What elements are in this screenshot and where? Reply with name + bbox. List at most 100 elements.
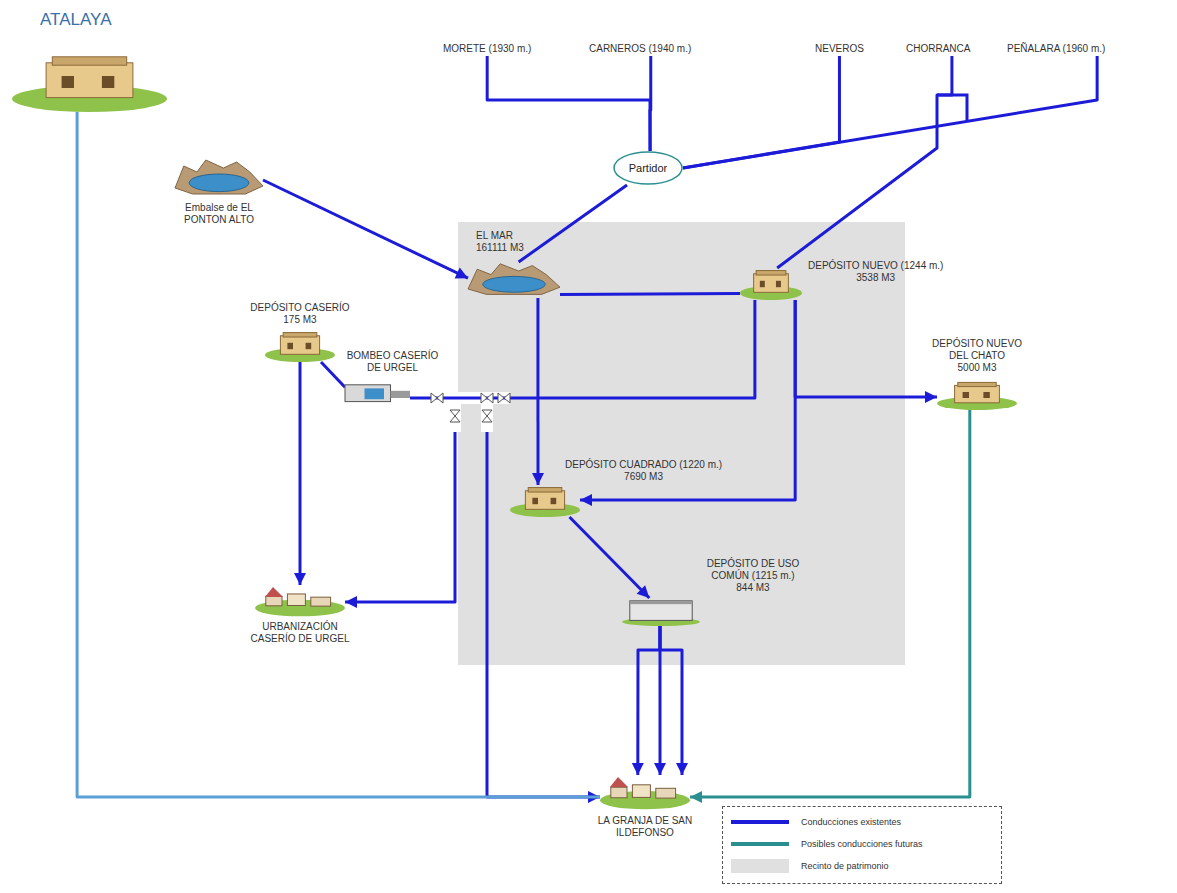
water-pipe — [560, 293, 740, 295]
facility-label: Embalse de EL PONTON ALTO — [173, 202, 265, 226]
legend-line-sample — [731, 820, 789, 824]
facility-label: EL MAR161111 M3 — [476, 230, 524, 254]
pipe-branch — [937, 95, 967, 122]
water-pipe — [660, 626, 688, 775]
arrow-head — [632, 763, 644, 775]
water-pipe — [683, 56, 1097, 168]
facility-node: Embalse de EL PONTON ALTO — [175, 158, 263, 198]
facility-node: EL MAR161111 M3 — [468, 262, 560, 298]
facility-node: ATALAYA — [12, 52, 167, 112]
pipe-line — [410, 300, 755, 398]
facility-label: LA GRANJA DE SAN ILDEFONSO — [585, 815, 705, 839]
source-name: MORETE (1930 m.) — [443, 43, 531, 55]
pipe-line — [487, 56, 650, 151]
source-label: MORETE (1930 m.) — [441, 42, 533, 56]
building-icon — [740, 268, 802, 300]
building-icon — [12, 52, 167, 112]
legend-text: Posibles conducciones futuras — [801, 839, 923, 849]
facility-name: Embalse de EL PONTON ALTO — [173, 202, 265, 226]
arrow-head — [294, 573, 306, 585]
capacity-value: 7690 M3 — [565, 471, 722, 483]
source-label: PEÑALARA (1960 m.) — [1005, 42, 1107, 56]
facility-label: BOMBEO CASERÍO DE URGEL — [340, 350, 445, 374]
capacity-value: 175 M3 — [240, 314, 360, 326]
legend-box: Conducciones existentesPosibles conducci… — [722, 806, 1002, 884]
legend-text: Conducciones existentes — [801, 817, 901, 827]
arrow-head — [690, 791, 702, 803]
village-icon — [600, 775, 690, 810]
pipe-line — [299, 362, 302, 585]
water-pipe — [321, 362, 345, 387]
source-label: NEVEROS — [813, 42, 866, 56]
water-pipe — [345, 398, 455, 608]
facility-name: URBANIZACIÓN CASERÍO DE URGEL — [245, 621, 355, 645]
source-name: NEVEROS — [815, 43, 864, 55]
legend-row: Recinto de patrimonio — [731, 859, 889, 873]
facility-node: DEPÓSITO NUEVO (1244 m.)3538 M3 — [740, 268, 802, 300]
legend-swatch — [731, 859, 789, 873]
facility-name: DEPÓSITO CASERÍO — [240, 302, 360, 314]
facility-node: DEPÓSITO CASERÍO175 M3 — [265, 330, 335, 362]
pipe-line — [683, 56, 839, 168]
pipe-line — [345, 398, 455, 602]
pipe-line — [660, 626, 682, 775]
pipe-line — [560, 292, 740, 296]
pump-icon — [345, 380, 410, 404]
pipe-line — [77, 112, 600, 797]
water-pipe — [487, 56, 650, 151]
water-pipe — [519, 185, 627, 262]
pipe-line — [263, 180, 468, 278]
facility-name: LA GRANJA DE SAN ILDEFONSO — [585, 815, 705, 839]
facility-label: URBANIZACIÓN CASERÍO DE URGEL — [245, 621, 355, 645]
pipe-line — [570, 517, 650, 598]
arrow-head — [532, 473, 544, 485]
facility-node: BOMBEO CASERÍO DE URGEL — [345, 380, 410, 404]
pipe-line — [649, 56, 653, 151]
capacity-value: 161111 M3 — [476, 242, 524, 254]
facility-node: URBANIZACIÓN CASERÍO DE URGEL — [255, 585, 345, 617]
pipe-line — [683, 56, 1097, 168]
source-name: CARNEROS (1940 m.) — [589, 43, 691, 55]
building-icon — [265, 330, 335, 362]
facility-node: DEPÓSITO NUEVO DEL CHATO5000 M3 — [937, 380, 1017, 410]
facility-name: ATALAYA — [40, 10, 112, 30]
water-pipe — [683, 56, 839, 168]
facility-name: EL MAR — [476, 230, 524, 242]
heritage-area — [458, 222, 905, 665]
future-pipe — [690, 410, 970, 803]
facility-node: DEPÓSITO CUADRADO (1220 m.)7690 M3 — [510, 485, 580, 517]
lake-icon — [175, 158, 263, 198]
tank-icon — [622, 598, 700, 626]
legend-row: Conducciones existentes — [731, 815, 901, 829]
pipe-line — [795, 300, 937, 397]
water-pipe — [77, 112, 600, 797]
facility-name: BOMBEO CASERÍO DE URGEL — [340, 350, 445, 374]
building-icon — [510, 485, 580, 517]
building-icon — [937, 380, 1017, 410]
facility-label: DEPÓSITO NUEVO (1244 m.)3538 M3 — [808, 260, 943, 284]
valve-symbols — [410, 392, 510, 432]
lake-icon — [468, 262, 560, 298]
water-pipe — [580, 300, 795, 506]
pipe-line — [410, 398, 600, 797]
arrow-head — [455, 268, 468, 279]
facility-label: DEPÓSITO NUEVO DEL CHATO5000 M3 — [925, 338, 1029, 374]
arrow-head — [654, 763, 666, 775]
facility-name: DEPÓSITO NUEVO DEL CHATO — [925, 338, 1029, 362]
capacity-value: 5000 M3 — [925, 362, 1029, 374]
pipe-line — [690, 410, 970, 797]
water-pipe — [570, 517, 650, 598]
source-label: CARNEROS (1940 m.) — [587, 42, 693, 56]
facility-label: DEPÓSITO CASERÍO175 M3 — [240, 302, 360, 326]
source-name: PEÑALARA (1960 m.) — [1007, 43, 1105, 55]
village-icon — [255, 585, 345, 617]
facility-name: Partidor — [629, 162, 668, 174]
arrow-head — [345, 596, 357, 608]
legend-row: Posibles conducciones futuras — [731, 837, 923, 851]
arrow-head — [676, 763, 688, 775]
water-pipe — [410, 300, 755, 404]
water-pipe — [532, 298, 544, 485]
